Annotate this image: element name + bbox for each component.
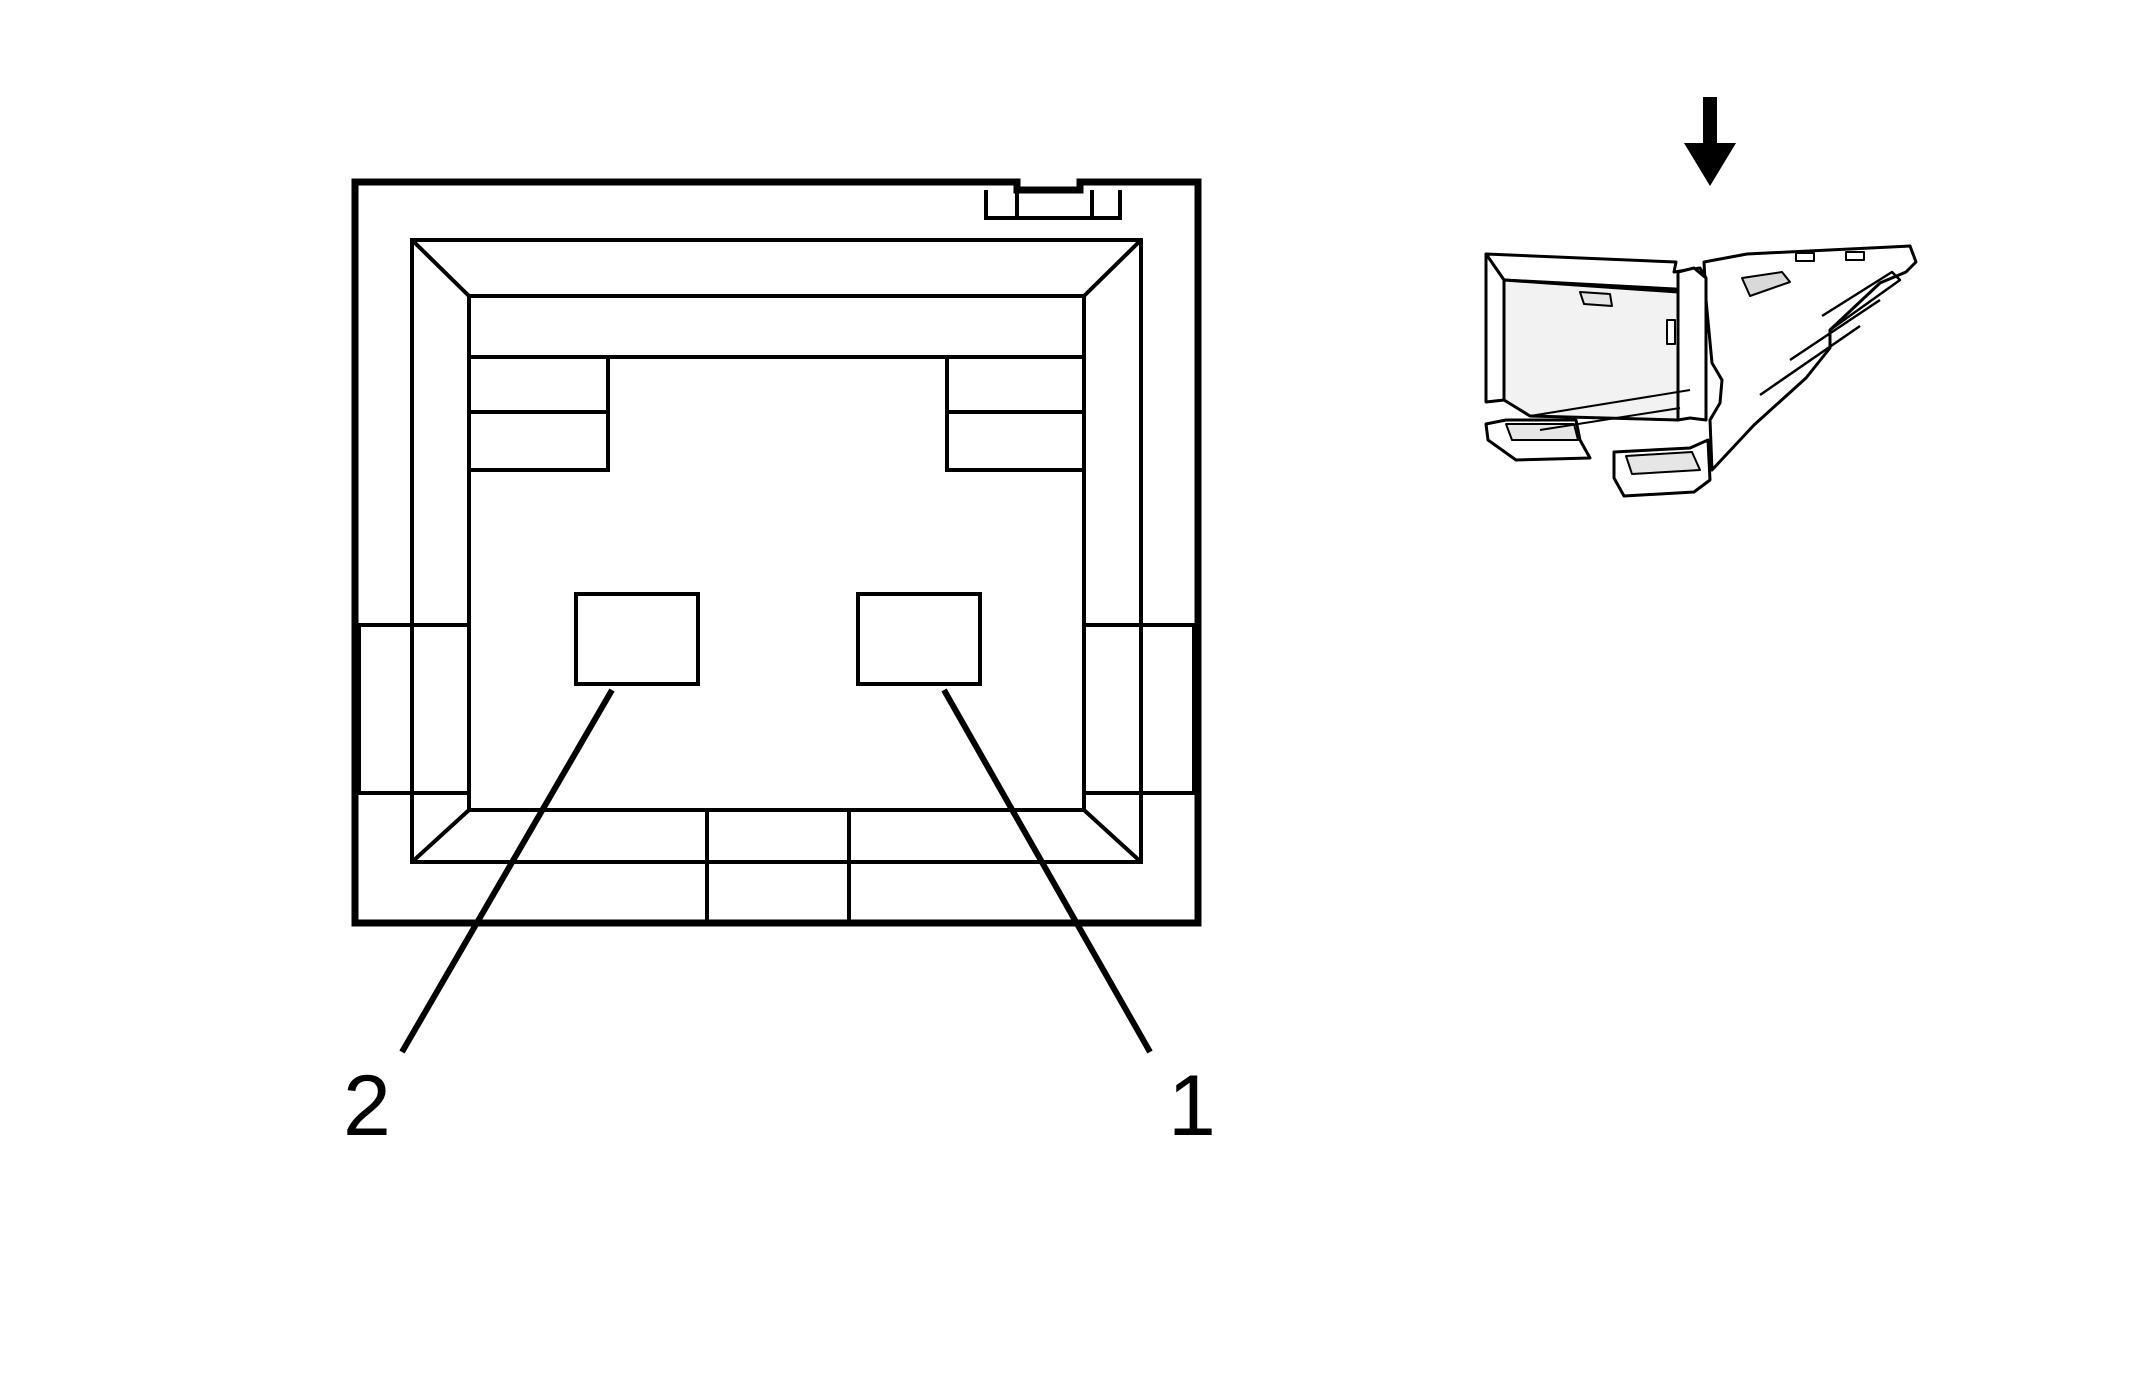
housing-inner-back-wall	[1502, 278, 1680, 422]
housing-left-wall	[1484, 252, 1506, 404]
right-lock-tab	[1082, 623, 1196, 795]
upper-guide-ribs	[469, 355, 1084, 472]
center-rail-top	[1625, 451, 1701, 475]
connector-isometric-view	[1484, 244, 1918, 498]
inner-key	[1579, 291, 1613, 307]
terminal-cavity-2	[574, 592, 700, 686]
recess-frame	[410, 238, 1143, 864]
housing-right-wall	[1676, 266, 1708, 422]
pin-2-leader-line	[399, 688, 615, 1054]
housing-floor-lines	[1529, 389, 1691, 431]
wire-exit-rails	[1759, 270, 1902, 397]
rear-latch-ramp	[1741, 271, 1791, 297]
left-lock-tab	[357, 623, 471, 795]
latch-detail	[984, 190, 1122, 220]
lower-guide-ribs	[412, 808, 1141, 923]
down-arrow-icon	[1684, 97, 1736, 186]
pin-1-label: 1	[1168, 1058, 1216, 1154]
pin-1-leader-line	[941, 688, 1153, 1054]
connector-face-view	[351, 178, 1202, 1054]
connector-rear-body	[1702, 244, 1918, 472]
inner-window	[1666, 319, 1676, 345]
terminal-cavity-1	[856, 592, 982, 686]
pin-2-label: 2	[343, 1058, 391, 1154]
side-lock-tabs	[357, 623, 1196, 795]
left-rail-top	[1505, 423, 1579, 441]
connector-housing-outline	[351, 178, 1202, 927]
rear-slots	[1795, 251, 1865, 262]
